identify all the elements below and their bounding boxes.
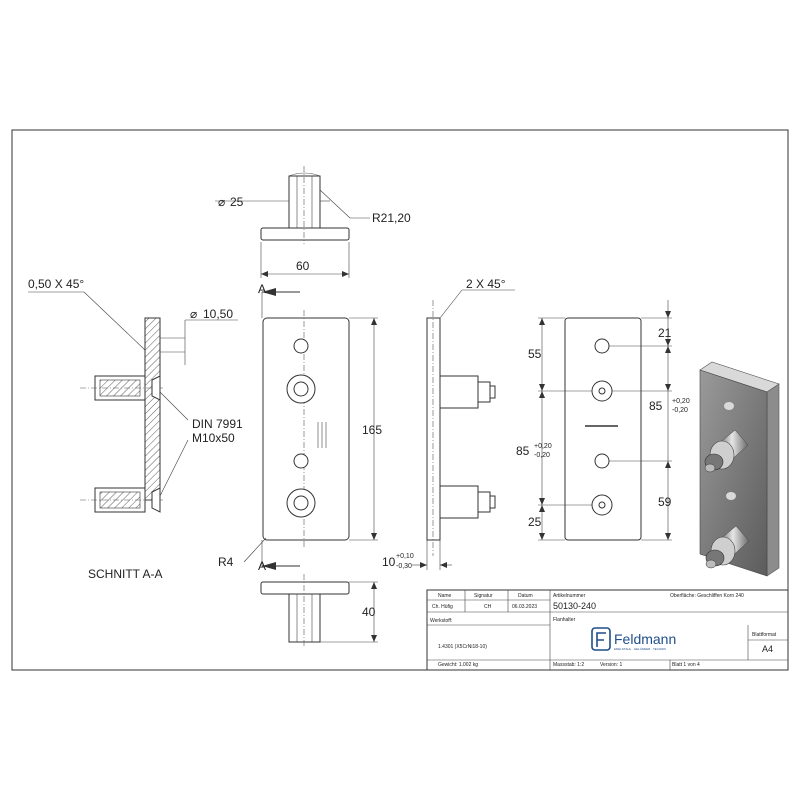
tb-col-name: Name — [438, 593, 452, 599]
dim-85-left: 85 — [516, 444, 530, 458]
diameter-symbol-top: ⌀ — [218, 195, 225, 209]
dim-85-right: 85 — [649, 399, 663, 413]
rear-view — [538, 300, 672, 541]
tb-oberflaeche: Oberfläche: Geschliffen Korn 240 — [670, 593, 744, 599]
side-view — [412, 289, 515, 570]
tol-minus-020-right: -0,20 — [672, 407, 688, 414]
tb-blattformat-label: Blattformat — [752, 632, 777, 638]
brand-logo-icon — [591, 627, 611, 651]
dim-21: 21 — [658, 326, 672, 340]
tb-article-number: 50130-240 — [553, 601, 596, 611]
bolt-size: M10x50 — [192, 431, 235, 445]
dim-thickness-10: 10 — [382, 555, 396, 569]
section-title: SCHNITT A-A — [88, 567, 162, 581]
dim-25: 25 — [528, 515, 542, 529]
tb-col-datum: Datum — [518, 593, 533, 599]
dim-diameter-10-50: 10,50 — [203, 307, 233, 321]
tb-massstab: Massstab: 1:2 — [553, 662, 584, 668]
dim-diameter-25: 25 — [230, 195, 244, 209]
dim-radius-4: R4 — [218, 555, 234, 569]
dim-59: 59 — [658, 495, 672, 509]
tb-benennung: Flanhalter — [553, 617, 576, 623]
tb-blatt: Blatt 1 von 4 — [672, 662, 700, 668]
tb-blattformat-value: A4 — [762, 644, 773, 654]
dim-width-60: 60 — [296, 259, 310, 273]
isometric-render — [699, 361, 780, 577]
brand-name: Feldmann — [614, 631, 676, 647]
tol-plus-020-right: +0,20 — [672, 398, 690, 405]
dim-chamfer-050: 0,50 X 45° — [28, 277, 84, 291]
tb-version: Version: 1 — [600, 662, 622, 668]
dim-radius-21-20: R21,20 — [372, 211, 411, 225]
top-view — [215, 166, 370, 278]
tb-name-value: Ch. Hüfig — [432, 604, 453, 610]
dim-55: 55 — [528, 347, 542, 361]
brand-tagline: EDELSTAHL · GELÄNDER · TECHNIK — [614, 647, 666, 651]
dim-40: 40 — [362, 605, 376, 619]
tol-minus-030: -0,30 — [396, 563, 412, 570]
tb-werkstoff-label: Werkstoff: — [430, 618, 452, 624]
section-view — [28, 291, 238, 513]
section-marker-top: A — [258, 282, 266, 296]
bottom-view — [260, 574, 378, 648]
front-view — [243, 288, 378, 570]
tb-werkstoff-value: 1.4301 (X5CrNi18-10) — [438, 644, 487, 650]
tol-plus-010: +0,10 — [396, 553, 414, 560]
tb-datum-value: 06.03.2023 — [512, 604, 537, 610]
tb-gewicht: Gewicht: 1.002 kg — [438, 662, 478, 668]
section-marker-bottom: A — [258, 559, 266, 573]
dim-chamfer-2: 2 X 45° — [466, 277, 506, 291]
tol-plus-020-left: +0,20 — [534, 443, 552, 450]
sheet-border — [11, 129, 789, 671]
tol-minus-020-left: -0,20 — [534, 452, 550, 459]
tb-signatur-value: CH — [484, 604, 492, 610]
diameter-symbol-section: ⌀ — [190, 307, 197, 321]
bolt-standard: DIN 7991 — [192, 417, 243, 431]
tb-artikelnummer-label: Artikelnummer — [553, 593, 586, 599]
tb-col-signatur: Signatur — [474, 593, 493, 599]
title-block — [426, 589, 789, 671]
dim-height-165: 165 — [362, 423, 382, 437]
